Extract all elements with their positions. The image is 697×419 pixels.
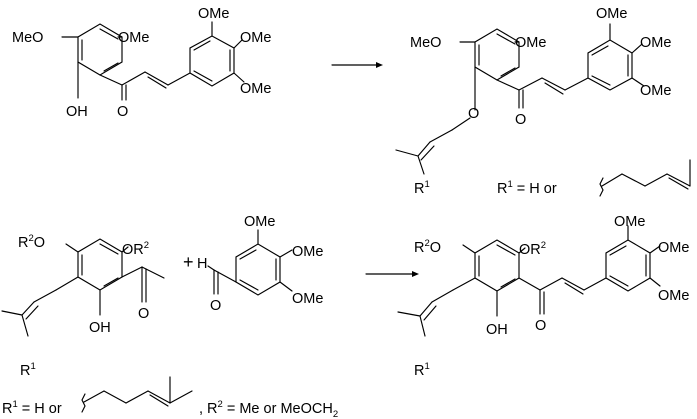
label-or2: OR2 [122,240,149,258]
row2-product-chalcone: R2O OR2 OH O OMe OMe OMe R1 [397,214,689,379]
label-ome: OMe [240,30,271,46]
label-carbonyl-o: O [210,298,221,314]
label-ome: OMe [640,83,671,99]
label-h: H [197,256,207,272]
label-ome: OMe [292,291,323,307]
label-r2o: R2O [414,238,441,256]
label-ome: OMe [596,6,627,22]
label-carbonyl-o: O [138,306,149,322]
r1-definition-row1: R1 = H or [497,159,691,197]
label-meo: MeO [410,35,441,51]
label-ome: OMe [614,214,645,230]
label-ome: OMe [244,214,275,230]
plus-sign: + [183,252,194,272]
label-meo: MeO [12,30,43,46]
label-ether-o: O [468,106,479,122]
row1-product-chalcone: MeO OMe O O OMe OMe OMe R1 [395,6,671,197]
label-ome: OMe [118,30,149,46]
label-ome: OMe [240,81,271,97]
label-ome: OMe [292,244,323,260]
svg-text:R1 = H or: R1 = H or [497,179,557,197]
label-ome: OMe [640,35,671,51]
reaction-arrow-row1 [331,62,383,68]
row2-reactant-acetophenone: R2O OR2 OH O R1 [1,233,165,379]
label-oh: OH [486,322,508,338]
label-ome: OMe [198,6,229,22]
label-carbonyl-o: O [535,318,546,334]
label-r2o: R2O [18,233,45,251]
svg-text:, R2 = Me or MeOCH2: , R2 = Me or MeOCH2 [199,399,338,419]
label-r1: R1 [20,361,36,379]
label-ome: OMe [515,35,546,51]
svg-text:R1 = H or: R1 = H or [2,399,62,417]
substituent-footnote: R1 = H or , R2 = Me or MeOCH2 [2,376,338,419]
label-carbonyl-o: O [515,112,526,128]
label-ome: OMe [658,240,689,256]
label-carbonyl-o: O [117,104,128,120]
row1-reactant-chalcone: MeO OMe OH O OMe OMe OMe [12,6,271,120]
reaction-arrow-row2 [365,271,419,277]
label-or2: OR2 [519,240,546,258]
label-oh: OH [66,104,88,120]
label-ome: OMe [658,288,689,304]
label-r1: R1 [414,361,430,379]
row2-reactant-aldehyde: H O OMe OMe OMe [197,214,323,314]
label-r1: R1 [414,179,430,197]
label-oh: OH [89,320,111,336]
